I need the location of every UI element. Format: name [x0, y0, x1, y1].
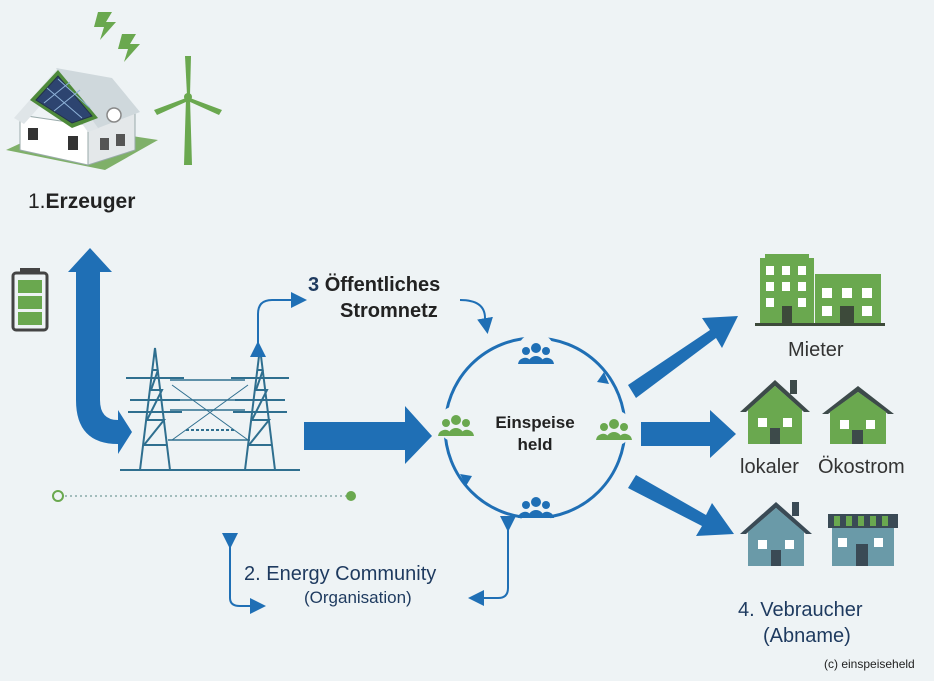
producer-number: 1. — [28, 190, 46, 213]
pylon-icon — [120, 347, 300, 471]
center-label: Einspeise held — [485, 412, 585, 456]
people-icon — [517, 333, 555, 371]
house-solar-icon — [6, 68, 158, 170]
battery-icon — [11, 268, 49, 332]
wind-turbine-icon — [154, 56, 222, 165]
grid-number: 3 — [308, 274, 320, 296]
lightning-icon — [94, 12, 140, 62]
tenant-label: Mieter — [788, 339, 844, 361]
eco-label: Ökostrom — [818, 456, 905, 478]
house-icon — [740, 502, 812, 566]
consumer-title-line1: 4. Vebraucher — [738, 599, 863, 621]
center-line2: held — [517, 435, 553, 454]
people-icon — [438, 406, 474, 442]
community-label: 2. Energy Community (Organisation) — [244, 562, 436, 610]
community-subtitle: (Organisation) — [304, 588, 412, 607]
connector-arrows — [222, 292, 516, 614]
center-line1: Einspeise — [495, 413, 575, 432]
grid-title-line2: Stromnetz — [340, 300, 438, 322]
community-cycle — [438, 333, 632, 525]
grid-arrow — [304, 406, 432, 464]
community-title: 2. Energy Community — [244, 563, 437, 585]
local-label: lokaler — [740, 456, 799, 478]
house-icon — [740, 380, 810, 444]
consumer-title: 4. Vebraucher (Abname) — [738, 597, 863, 649]
copyright: (c) einspeiseheld — [824, 657, 915, 671]
distribution-arrows — [628, 316, 738, 536]
shop-icon — [828, 514, 898, 566]
house-icon — [822, 386, 894, 444]
people-icon — [517, 487, 555, 525]
apartment-building-icon — [755, 254, 885, 326]
grid-label: 3 Öffentliches Stromnetz — [308, 272, 440, 324]
consumer-title-line2: (Abname) — [763, 625, 851, 647]
producer-title: Erzeuger — [45, 190, 136, 213]
storage-arrow — [68, 248, 132, 454]
producer-label: 1.Erzeuger — [28, 190, 135, 214]
timeline — [52, 490, 356, 502]
grid-title-line1: Öffentliches — [324, 274, 441, 296]
people-icon — [596, 410, 632, 446]
